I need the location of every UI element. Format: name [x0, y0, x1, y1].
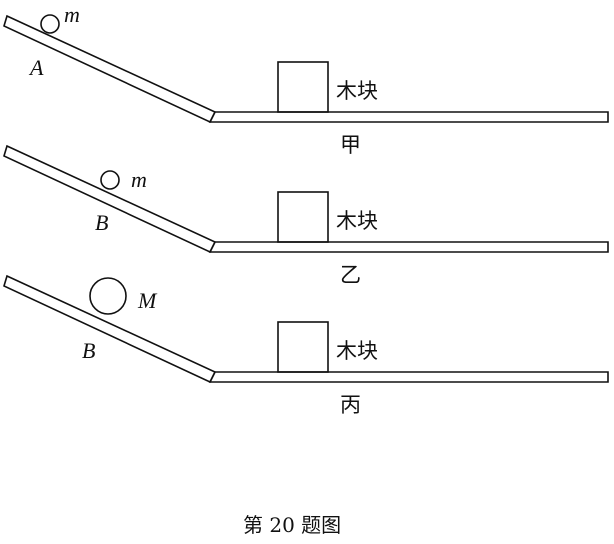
point-label: A	[28, 55, 44, 80]
block-label: 木块	[336, 209, 378, 233]
panel-caption: 乙	[340, 263, 361, 287]
horizontal-track	[208, 371, 609, 383]
panel-caption: 甲	[340, 133, 361, 157]
wood-block	[277, 191, 329, 243]
ball-label: M	[137, 288, 158, 313]
ball	[89, 277, 127, 315]
point-label: B	[95, 210, 108, 235]
ball-label: m	[64, 2, 80, 27]
panel-yi: m B 木块 乙	[3, 144, 609, 287]
block-label: 木块	[336, 79, 378, 103]
ball-label: m	[131, 167, 147, 192]
panel-caption: 丙	[340, 393, 361, 417]
ball	[40, 14, 60, 34]
panel-bing: M B 木块 丙	[3, 274, 609, 417]
incline-ramp	[3, 274, 217, 384]
block-label: 木块	[336, 339, 378, 363]
horizontal-track	[208, 111, 609, 123]
figure-caption: 第 20 题图	[243, 513, 341, 537]
point-label: B	[82, 338, 95, 363]
wood-block	[277, 321, 329, 373]
horizontal-track	[208, 241, 609, 253]
panel-jia: m A 木块 甲	[3, 2, 609, 157]
incline-ramp	[3, 144, 217, 254]
wood-block	[277, 61, 329, 113]
ball	[100, 170, 120, 190]
